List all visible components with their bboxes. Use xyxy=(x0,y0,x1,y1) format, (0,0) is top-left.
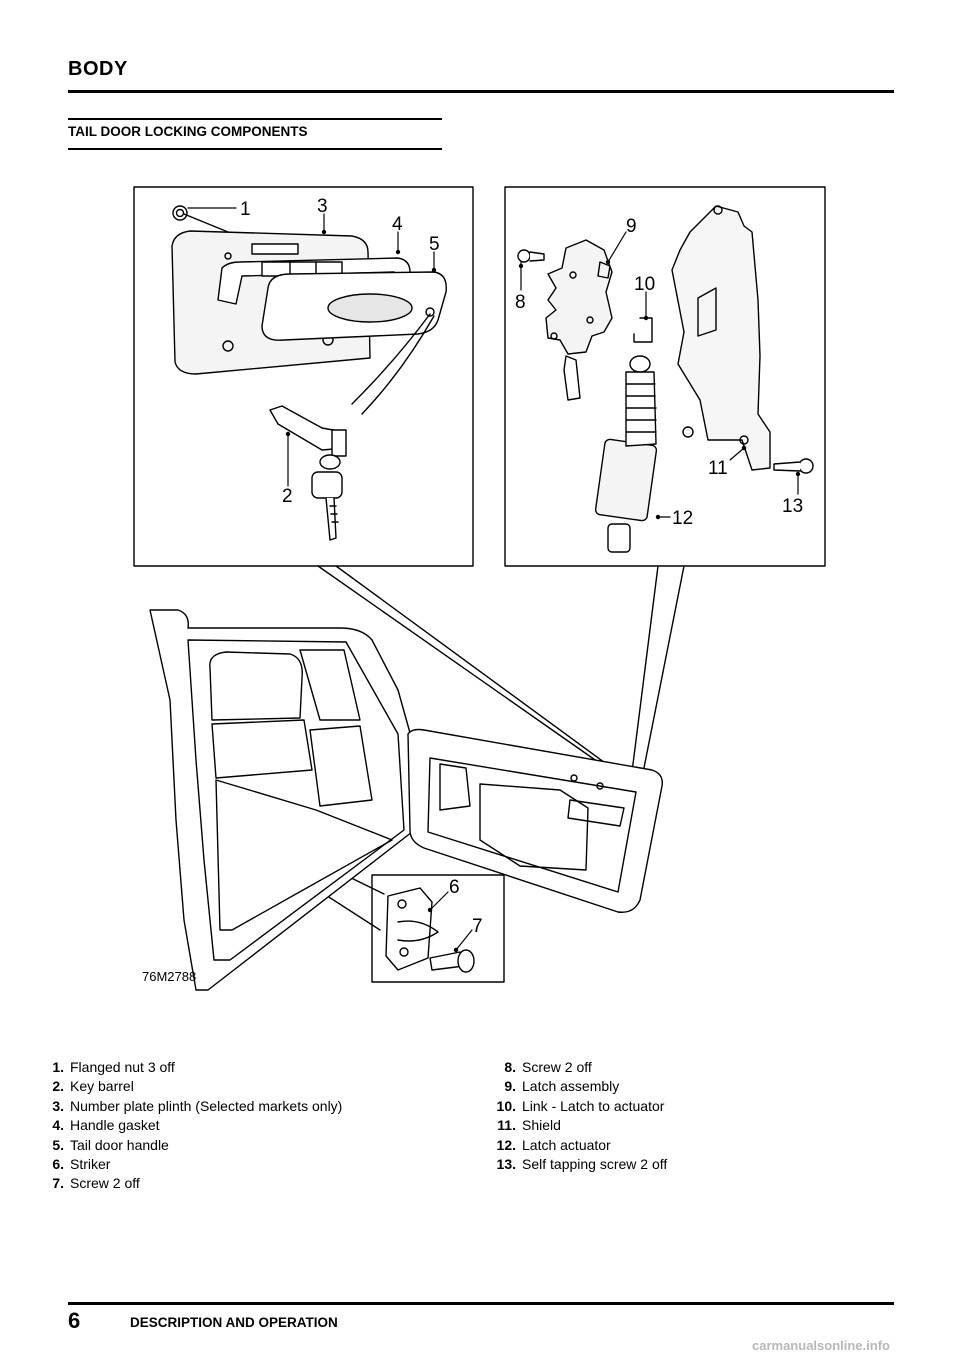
section-rule-bottom xyxy=(68,148,442,150)
legend-num: 6. xyxy=(52,1156,64,1173)
legend-num: 8. xyxy=(504,1059,516,1075)
callout-4: 4 xyxy=(392,214,403,235)
legend-text: Screw 2 off xyxy=(522,1059,592,1075)
legend-text: Self tapping screw 2 off xyxy=(522,1156,668,1173)
key-barrel xyxy=(269,405,347,541)
legend-num: 9. xyxy=(504,1078,516,1095)
legend-text: Screw 2 off xyxy=(70,1175,140,1192)
legend-num: 10. xyxy=(496,1097,516,1114)
exploded-diagram: 1 2 3 4 5 6 7 8 9 10 11 12 13 76M2788 xyxy=(133,186,826,991)
inset-frame-latch xyxy=(504,186,826,567)
figure-reference: 76M2788 xyxy=(142,969,196,984)
legend-num: 13. xyxy=(496,1156,516,1173)
footer-section-title: DESCRIPTION AND OPERATION xyxy=(130,1315,338,1330)
handle-gasket xyxy=(217,257,411,305)
page-number: 6 xyxy=(68,1308,81,1333)
legend-item: 4. Handle gasket xyxy=(38,1116,342,1135)
section-rule-top xyxy=(68,118,442,120)
legend-item: 9. Latch assembly xyxy=(490,1077,667,1096)
striker-screw xyxy=(429,949,475,973)
legend-num: 7. xyxy=(52,1175,64,1192)
legend-num: 12. xyxy=(496,1136,516,1153)
striker xyxy=(385,887,439,971)
footer-rule xyxy=(68,1302,894,1305)
legend-text: Tail door handle xyxy=(70,1136,169,1153)
legend-text: Number plate plinth (Selected markets on… xyxy=(70,1097,343,1114)
legend-num: 4. xyxy=(52,1117,64,1134)
watermark: carmanualsonline.info xyxy=(752,1338,890,1353)
legend-num: 1. xyxy=(52,1059,64,1075)
flanged-nut xyxy=(172,205,229,233)
callout-13: 13 xyxy=(782,496,803,517)
tail-door-handle xyxy=(261,271,447,415)
tail-door xyxy=(407,728,663,913)
latch-actuator xyxy=(594,355,658,553)
legend-text: Link - Latch to actuator xyxy=(522,1097,665,1114)
legend-text: Key barrel xyxy=(70,1078,134,1095)
section-title: TAIL DOOR LOCKING COMPONENTS xyxy=(68,124,308,139)
callout-11: 11 xyxy=(708,458,728,479)
legend-item: 11. Shield xyxy=(490,1116,667,1135)
legend-item: 2. Key barrel xyxy=(38,1077,342,1096)
callout-3: 3 xyxy=(317,196,328,217)
vehicle-body xyxy=(149,609,413,991)
legend-item: 7. Screw 2 off xyxy=(38,1174,342,1193)
shield xyxy=(671,205,771,471)
callout-2: 2 xyxy=(282,486,293,507)
legend-num: 5. xyxy=(52,1136,64,1153)
callout-10: 10 xyxy=(634,274,655,295)
legend-text: Latch actuator xyxy=(522,1136,611,1153)
legend-num: 11. xyxy=(497,1117,516,1134)
callout-9: 9 xyxy=(626,216,637,237)
legend-item: 8. Screw 2 off xyxy=(490,1058,667,1077)
legend-item: 3. Number plate plinth (Selected markets … xyxy=(38,1097,342,1116)
legend-item: 12. Latch actuator xyxy=(490,1136,667,1155)
legend-num: 3. xyxy=(52,1097,64,1114)
callout-6: 6 xyxy=(449,877,460,898)
legend-text: Handle gasket xyxy=(70,1117,160,1134)
latch-assembly xyxy=(545,239,613,401)
latch-screw xyxy=(517,249,545,263)
self-tapping-screw xyxy=(773,458,814,474)
legend-text: Latch assembly xyxy=(522,1078,620,1095)
callout-5: 5 xyxy=(429,234,440,255)
legend-left: 1. Flanged nut 3 off 2. Key barrel 3. Numbe… xyxy=(38,1058,342,1194)
callout-7: 7 xyxy=(472,916,483,937)
legend-text: Striker xyxy=(70,1156,111,1173)
legend-item: 5. Tail door handle xyxy=(38,1136,342,1155)
legend-right: 8. Screw 2 off 9. Latch assembly 10. Link -… xyxy=(490,1058,668,1174)
legend-item: 10. Link - Latch to actuator xyxy=(490,1097,667,1116)
legend-num: 2. xyxy=(52,1078,64,1095)
callout-1: 1 xyxy=(240,199,251,220)
legend-item: 13. Self tapping screw 2 off xyxy=(490,1155,668,1174)
legend-text: Flanged nut 3 off xyxy=(70,1059,175,1075)
callout-12: 12 xyxy=(672,508,693,529)
legend-item: 1. Flanged nut 3 off xyxy=(38,1058,342,1077)
legend-text: Shield xyxy=(522,1117,561,1134)
page-header-title: BODY xyxy=(68,58,128,80)
callout-8: 8 xyxy=(515,292,526,313)
header-rule xyxy=(68,90,894,93)
legend-item: 6. Striker xyxy=(38,1155,342,1174)
